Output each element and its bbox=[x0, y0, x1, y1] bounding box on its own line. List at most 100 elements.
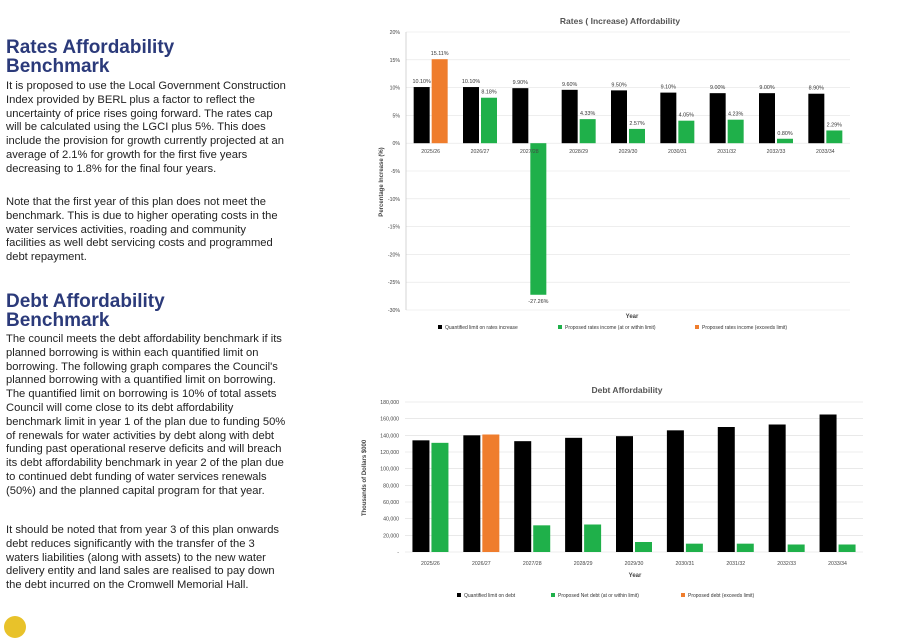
data-label: 15.11% bbox=[431, 51, 449, 57]
x-tick-label: 2025/26 bbox=[421, 149, 440, 155]
data-label: 4.23% bbox=[728, 112, 743, 118]
bar-limit bbox=[413, 87, 430, 144]
data-label: 10.10% bbox=[413, 79, 431, 85]
bar-proposed-within bbox=[533, 525, 551, 552]
bar-limit bbox=[819, 414, 837, 552]
bar-limit bbox=[768, 424, 786, 552]
y-tick-label: 0% bbox=[393, 141, 401, 147]
y-tick-label: 140,000 bbox=[380, 433, 399, 439]
data-label: 2.57% bbox=[629, 121, 644, 127]
x-tick-label: 2027/28 bbox=[523, 561, 542, 567]
bar-limit bbox=[666, 430, 684, 552]
y-tick-label: 80,000 bbox=[383, 483, 399, 489]
data-label: 9.10% bbox=[661, 85, 676, 91]
data-label: -27.26% bbox=[528, 299, 548, 305]
legend-swatch bbox=[438, 325, 442, 329]
x-tick-label: 2029/30 bbox=[619, 149, 638, 155]
legend-label: Proposed Net debt (at or within limit) bbox=[558, 593, 639, 599]
x-tick-label: 2032/33 bbox=[767, 149, 786, 155]
x-tick-label: 2025/26 bbox=[421, 561, 440, 567]
data-label: 4.05% bbox=[679, 113, 694, 119]
x-tick-label: 2026/27 bbox=[471, 149, 490, 155]
x-tick-label: 2032/33 bbox=[777, 561, 796, 567]
y-tick-label: 180,000 bbox=[380, 400, 399, 406]
y-axis-label: Percentage Increase (%) bbox=[379, 147, 385, 216]
x-axis-label: Year bbox=[629, 573, 642, 579]
rates-heading: Rates Affordability Benchmark bbox=[6, 38, 288, 76]
bar-limit bbox=[808, 93, 825, 144]
legend-swatch bbox=[558, 325, 562, 329]
bar-limit bbox=[717, 427, 735, 552]
data-label: 9.00% bbox=[710, 85, 725, 91]
y-tick-label: - bbox=[397, 550, 399, 556]
legend-swatch bbox=[551, 593, 555, 597]
y-tick-label: 100,000 bbox=[380, 467, 399, 473]
debt-paragraph-2: It should be noted that from year 3 of t… bbox=[6, 524, 280, 592]
bar-proposed-within bbox=[584, 524, 602, 552]
y-tick-label: 160,000 bbox=[380, 417, 399, 423]
bar-proposed-within bbox=[635, 542, 652, 552]
bar-limit bbox=[412, 440, 430, 552]
chart-title: Debt Affordability bbox=[592, 385, 663, 395]
data-label: 9.50% bbox=[611, 82, 626, 88]
bar-limit bbox=[514, 441, 532, 552]
y-tick-label: 20,000 bbox=[383, 533, 399, 539]
legend-swatch bbox=[681, 593, 685, 597]
x-tick-label: 2027/28 bbox=[520, 149, 539, 155]
bar-proposed-exceeds bbox=[431, 59, 448, 144]
bar-proposed-within bbox=[431, 442, 449, 552]
data-label: 2.29% bbox=[827, 122, 842, 128]
data-label: 0.80% bbox=[777, 131, 792, 137]
x-tick-label: 2031/32 bbox=[726, 561, 745, 567]
x-tick-label: 2026/27 bbox=[472, 561, 491, 567]
bar-proposed-within bbox=[481, 97, 497, 144]
bar-proposed-within bbox=[678, 120, 695, 144]
x-axis-label: Year bbox=[626, 314, 639, 320]
bar-limit bbox=[565, 437, 583, 552]
legend-label: Quantified limit on debt bbox=[464, 593, 516, 599]
data-label: 9.00% bbox=[759, 85, 774, 91]
x-tick-label: 2030/31 bbox=[668, 149, 687, 155]
y-tick-label: 15% bbox=[390, 58, 401, 64]
y-tick-label: 10% bbox=[390, 86, 401, 92]
bar-proposed-within bbox=[727, 119, 744, 144]
y-tick-label: -30% bbox=[388, 308, 400, 314]
legend-label: Proposed rates income (exceeds limit) bbox=[702, 325, 787, 331]
data-label: 8.18% bbox=[481, 90, 496, 96]
data-label: 9.90% bbox=[513, 80, 528, 86]
y-tick-label: 20% bbox=[390, 30, 401, 36]
debt-paragraph-1: The council meets the debt affordability… bbox=[6, 333, 286, 497]
y-tick-label: -20% bbox=[388, 252, 400, 258]
y-tick-label: 5% bbox=[393, 113, 401, 119]
debt-heading: Debt Affordability Benchmark bbox=[6, 292, 288, 330]
bar-proposed-within bbox=[777, 138, 793, 144]
data-label: 9.60% bbox=[562, 82, 577, 88]
y-tick-label: 60,000 bbox=[383, 500, 399, 506]
y-tick-label: -5% bbox=[391, 169, 401, 175]
bar-limit bbox=[616, 436, 633, 552]
x-tick-label: 2030/31 bbox=[676, 561, 695, 567]
bar-limit bbox=[759, 93, 775, 144]
debt-heading-line1: Debt Affordability bbox=[6, 291, 165, 312]
rates-paragraph-1: It is proposed to use the Local Governme… bbox=[6, 80, 286, 175]
bar-proposed-within bbox=[629, 128, 645, 144]
bar-limit bbox=[463, 435, 481, 552]
rates-heading-line1: Rates Affordability bbox=[6, 37, 175, 58]
y-axis-label: Thousands of Dollars $000 bbox=[362, 439, 368, 516]
debt-affordability-chart: Debt Affordability 180,000 160,000 140,000… bbox=[362, 385, 863, 599]
x-tick-label: 2031/32 bbox=[717, 149, 736, 155]
bar-proposed-within bbox=[579, 119, 596, 144]
y-tick-label: -10% bbox=[388, 197, 400, 203]
x-tick-label: 2028/29 bbox=[569, 149, 588, 155]
y-tick-label: 120,000 bbox=[380, 450, 399, 456]
legend-label: Quantified limit on rates increase bbox=[445, 325, 518, 331]
rates-affordability-chart: Rates ( Increase) Affordability 20%15%10… bbox=[379, 16, 850, 331]
y-tick-label: -25% bbox=[388, 280, 400, 286]
y-tick-label: -15% bbox=[388, 225, 400, 231]
bar-limit bbox=[512, 88, 529, 144]
debt-heading-line2: Benchmark bbox=[6, 310, 110, 331]
data-label: 10.10% bbox=[462, 79, 480, 85]
x-tick-label: 2033/34 bbox=[816, 149, 835, 155]
x-tick-label: 2028/29 bbox=[574, 561, 593, 567]
x-tick-label: 2033/34 bbox=[828, 561, 847, 567]
